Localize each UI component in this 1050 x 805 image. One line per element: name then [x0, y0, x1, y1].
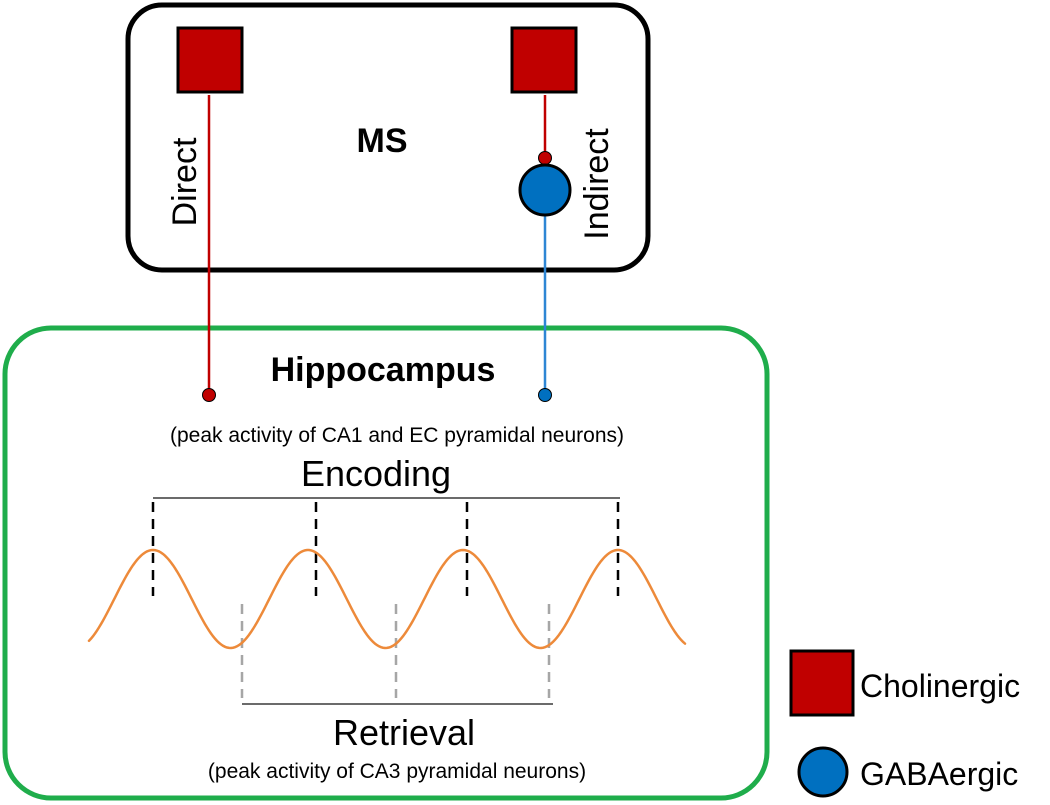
legend: Cholinergic GABAergic: [789, 649, 1020, 798]
retrieval-label: Retrieval: [333, 712, 475, 753]
hippocampus-title: Hippocampus: [271, 351, 496, 389]
direct-label: Direct: [166, 137, 204, 226]
encoding-note: (peak activity of CA1 and EC pyramidal n…: [170, 424, 624, 447]
indirect-cholinergic-neuron: [510, 26, 578, 94]
theta-wave: [87, 548, 687, 650]
direct-axon-terminal: [202, 388, 216, 402]
direct-cholinergic-neuron: [176, 26, 244, 94]
indirect-cholinergic-terminal: [538, 151, 552, 165]
indirect-gabaergic-neuron: [518, 163, 572, 217]
indirect-label: Indirect: [578, 128, 616, 240]
cholinergic-legend-label: Cholinergic: [860, 668, 1020, 704]
gabaergic-legend-icon: [797, 746, 849, 798]
ms-title: MS: [357, 122, 408, 160]
indirect-gabaergic-terminal: [538, 388, 552, 402]
encoding-label: Encoding: [301, 453, 451, 494]
hippocampus-box: [2, 325, 770, 801]
cholinergic-legend-icon: [789, 649, 855, 717]
retrieval-note: (peak activity of CA3 pyramidal neurons): [208, 760, 586, 783]
gabaergic-legend-label: GABAergic: [860, 756, 1018, 792]
ms-box: [125, 2, 651, 273]
